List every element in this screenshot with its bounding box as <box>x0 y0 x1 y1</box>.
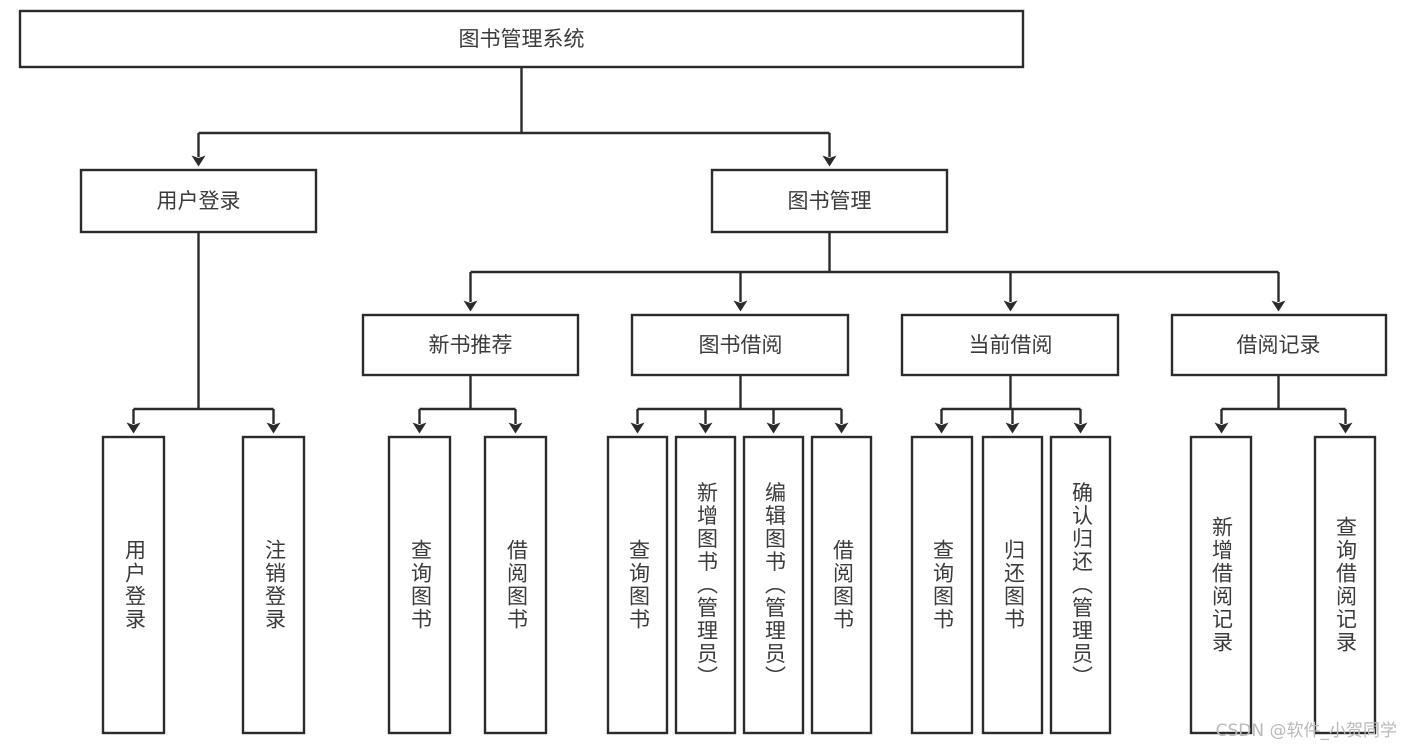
csdn-watermark: CSDN @软件_小贺同学 <box>1215 721 1397 741</box>
node-leaf-query-record-box[interactable] <box>1313 435 1377 735</box>
node-leaf-edit-book-label: 编辑图书（管理员） <box>763 482 787 689</box>
node-leaf-query-record[interactable]: 查询借阅记录 <box>1313 435 1377 735</box>
node-leaf-add-record[interactable]: 新增借阅记录 <box>1189 435 1253 735</box>
node-leaf-add-book-box[interactable] <box>674 435 737 735</box>
node-current-borrow[interactable]: 当前借阅 <box>900 313 1120 377</box>
node-user-login-box[interactable] <box>79 168 318 234</box>
node-root-box[interactable] <box>18 9 1025 69</box>
node-leaf-borrow-book-2-label: 借阅图书 <box>831 539 855 631</box>
node-leaf-user-login-label: 用户登录 <box>123 539 147 631</box>
node-user-login-label: 用户登录 <box>157 189 241 213</box>
node-current-borrow-label: 当前借阅 <box>969 333 1053 357</box>
node-leaf-add-book[interactable]: 新增图书（管理员） <box>674 435 737 735</box>
node-leaf-query-book-2-box[interactable] <box>606 435 669 735</box>
node-leaf-logout-label: 注销登录 <box>263 539 287 631</box>
node-book-borrow-box[interactable] <box>630 313 850 377</box>
node-root[interactable]: 图书管理系统 <box>18 9 1025 69</box>
node-new-book-recommend-label: 新书推荐 <box>429 333 513 357</box>
node-leaf-borrow-book-1-label: 借阅图书 <box>505 539 529 631</box>
node-user-login[interactable]: 用户登录 <box>79 168 318 234</box>
node-leaf-query-book-2[interactable]: 查询图书 <box>606 435 669 735</box>
node-leaf-query-book-1-box[interactable] <box>387 435 452 735</box>
node-leaf-borrow-book-1[interactable]: 借阅图书 <box>483 435 548 735</box>
node-leaf-query-book-3-box[interactable] <box>910 435 974 735</box>
node-leaf-query-book-3[interactable]: 查询图书 <box>910 435 974 735</box>
node-leaf-logout-box[interactable] <box>241 435 306 735</box>
node-book-management-box[interactable] <box>710 168 949 234</box>
node-new-book-recommend-box[interactable] <box>361 313 580 377</box>
node-leaf-user-login-box[interactable] <box>101 435 166 735</box>
node-leaf-confirm-return[interactable]: 确认归还（管理员） <box>1049 435 1112 735</box>
node-root-label: 图书管理系统 <box>459 27 585 51</box>
node-leaf-logout[interactable]: 注销登录 <box>241 435 306 735</box>
node-leaf-borrow-book-1-box[interactable] <box>483 435 548 735</box>
node-leaf-borrow-book-2[interactable]: 借阅图书 <box>810 435 873 735</box>
node-new-book-recommend[interactable]: 新书推荐 <box>361 313 580 377</box>
node-leaf-return-book-label: 归还图书 <box>1002 539 1026 631</box>
node-leaf-query-book-2-label: 查询图书 <box>627 539 651 631</box>
node-leaf-edit-book-box[interactable] <box>742 435 805 735</box>
node-borrow-records-box[interactable] <box>1170 313 1388 377</box>
node-leaf-query-book-3-label: 查询图书 <box>931 539 955 631</box>
node-leaf-query-record-label: 查询借阅记录 <box>1334 516 1358 654</box>
node-leaf-user-login[interactable]: 用户登录 <box>101 435 166 735</box>
node-leaf-confirm-return-box[interactable] <box>1049 435 1112 735</box>
node-leaf-query-book-1[interactable]: 查询图书 <box>387 435 452 735</box>
node-borrow-records-label: 借阅记录 <box>1237 333 1321 357</box>
node-book-management[interactable]: 图书管理 <box>710 168 949 234</box>
node-borrow-records[interactable]: 借阅记录 <box>1170 313 1388 377</box>
node-leaf-query-book-1-label: 查询图书 <box>409 539 433 631</box>
node-book-borrow[interactable]: 图书借阅 <box>630 313 850 377</box>
node-leaf-add-record-label: 新增借阅记录 <box>1210 516 1234 654</box>
node-book-borrow-label: 图书借阅 <box>699 333 783 357</box>
node-current-borrow-box[interactable] <box>900 313 1120 377</box>
node-leaf-edit-book[interactable]: 编辑图书（管理员） <box>742 435 805 735</box>
node-book-management-label: 图书管理 <box>788 189 872 213</box>
node-leaf-borrow-book-2-box[interactable] <box>810 435 873 735</box>
node-leaf-add-record-box[interactable] <box>1189 435 1253 735</box>
connector-layer <box>126 67 1353 434</box>
node-leaf-add-book-label: 新增图书（管理员） <box>695 482 719 689</box>
node-leaf-return-book[interactable]: 归还图书 <box>981 435 1044 735</box>
node-leaf-return-book-box[interactable] <box>981 435 1044 735</box>
node-layer: 图书管理系统 用户登录 图书管理 新书推荐 图书借阅 <box>18 9 1388 735</box>
node-leaf-confirm-return-label: 确认归还（管理员） <box>1070 482 1094 689</box>
